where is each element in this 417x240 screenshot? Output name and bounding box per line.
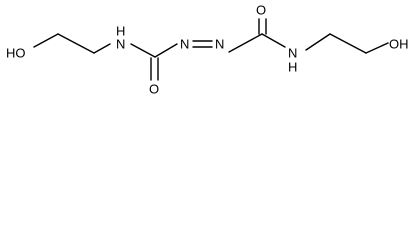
structure-diagram: HO H N O N N O N H OH (0, 0, 417, 117)
label-n-azo-right: N (215, 37, 224, 52)
bond-n4-c5 (305, 33, 331, 51)
label-h-top: H (116, 24, 125, 39)
label-oh-right: OH (389, 37, 409, 52)
label-n-top: N (116, 37, 125, 52)
label-n-azo-left: N (180, 37, 189, 52)
label-n-bottom: N (288, 46, 297, 61)
bond-n1-c3 (130, 43, 156, 58)
bond-c4-n4 (261, 33, 286, 48)
label-h-bottom: H (288, 60, 297, 75)
bond-c6-o4 (365, 42, 389, 54)
label-o-bottom: O (149, 82, 159, 97)
label-o-top: O (256, 3, 266, 18)
label-ho-left: HO (6, 46, 26, 61)
bond-n3-c4 (228, 33, 263, 53)
bond-c2-n1 (93, 43, 111, 54)
bond-c5-c6 (329, 33, 367, 54)
bond-o1-c1 (33, 33, 59, 48)
bond-c1-c2 (57, 33, 95, 54)
bond-c3-n2 (154, 43, 178, 58)
bonds (33, 18, 389, 81)
molecule-svg: HO H N O N N O N H OH (6, 3, 409, 97)
atom-labels: HO H N O N N O N H OH (6, 3, 409, 97)
